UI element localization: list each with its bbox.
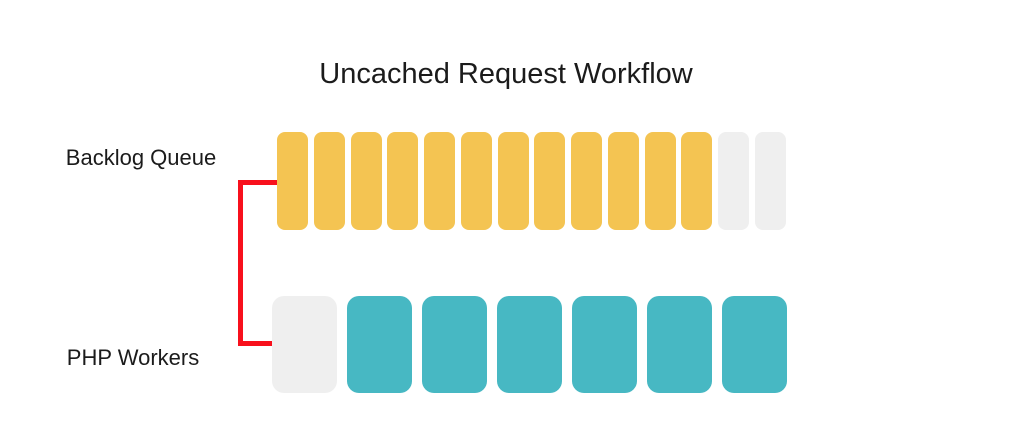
backlog-queue-slot-filled — [681, 132, 713, 230]
php-workers-slot-filled — [347, 296, 412, 393]
backlog-queue-slot-filled — [644, 132, 676, 230]
php-workers-slot-filled — [722, 296, 787, 393]
php-workers-slot-empty — [272, 296, 337, 393]
backlog-queue-slot-filled — [313, 132, 345, 230]
backlog-queue-slot-filled — [534, 132, 566, 230]
php-workers-slot-filled — [647, 296, 712, 393]
backlog-queue-slot-filled — [571, 132, 603, 230]
backlog-queue-row — [277, 132, 786, 230]
backlog-queue-slot-filled — [277, 132, 308, 230]
php-workers-slot-filled — [572, 296, 637, 393]
backlog-queue-slot-filled — [607, 132, 639, 230]
php-workers-row — [272, 296, 787, 393]
backlog-queue-slot-filled — [350, 132, 382, 230]
php-workers-label: PHP Workers — [66, 345, 200, 370]
connector-top-arm — [243, 180, 277, 185]
connector-bottom-arm — [243, 341, 272, 346]
backlog-queue-slot-empty — [754, 132, 786, 230]
connector-vertical-line — [238, 180, 243, 346]
backlog-queue-slot-filled — [460, 132, 492, 230]
php-workers-slot-filled — [422, 296, 487, 393]
diagram-title: Uncached Request Workflow — [319, 58, 693, 90]
backlog-queue-slot-empty — [718, 132, 750, 230]
backlog-queue-slot-filled — [497, 132, 529, 230]
backlog-queue-label: Backlog Queue — [65, 145, 217, 170]
php-workers-slot-filled — [497, 296, 562, 393]
backlog-queue-slot-filled — [387, 132, 419, 230]
backlog-queue-slot-filled — [424, 132, 456, 230]
